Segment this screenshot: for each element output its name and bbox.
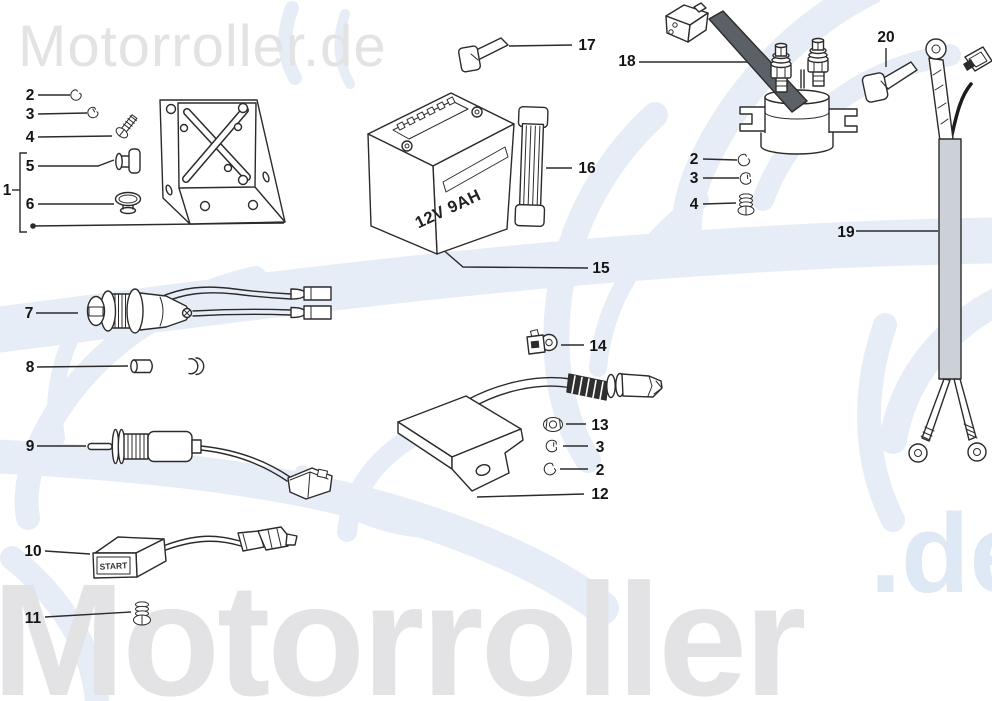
sensor-cable-drawing xyxy=(87,428,333,500)
callout-5: 5 xyxy=(26,158,35,175)
terminal-boot-20-drawing xyxy=(861,61,918,103)
callout-11: 11 xyxy=(25,610,42,627)
callout-2-cdi: 2 xyxy=(596,462,605,479)
callout-2-bracket: 2 xyxy=(26,87,35,104)
callout-4-bracket: 4 xyxy=(26,129,35,146)
ground-cable-drawing xyxy=(908,38,992,463)
callout-20: 20 xyxy=(877,29,894,46)
callout-9: 9 xyxy=(26,438,35,455)
starter-relay-drawing xyxy=(665,2,858,155)
watermark-top: Motorroller.de xyxy=(18,14,387,79)
start-module-drawing: START xyxy=(92,526,298,579)
start-module-label: START xyxy=(99,560,128,571)
callout-10: 10 xyxy=(24,543,41,560)
screw-icon-bracket xyxy=(115,114,138,139)
rubber-plug-drawing xyxy=(114,191,142,215)
flange-nut-icon xyxy=(543,417,563,432)
lock-washer-icon-bracket xyxy=(87,102,102,119)
callout-16: 16 xyxy=(578,160,596,177)
relay-terminal-stud-right xyxy=(807,37,829,87)
callout-18: 18 xyxy=(618,53,636,70)
cable-clamp-drawing xyxy=(526,329,558,355)
callout-17: 17 xyxy=(578,37,595,54)
leader-lines xyxy=(12,44,938,618)
relay-terminal-stud-left xyxy=(770,42,792,93)
battery-strap-drawing xyxy=(514,105,549,228)
lock-washer-icon-relay xyxy=(739,170,755,185)
callout-8: 8 xyxy=(26,359,35,376)
washer-icon-bracket xyxy=(70,85,85,101)
callout-6: 6 xyxy=(26,196,35,213)
callout-4-relay: 4 xyxy=(690,196,699,213)
callout-3-cdi: 3 xyxy=(596,439,605,456)
part-callouts: 1 2 3 4 5 6 7 8 9 10 11 12 13 14 15 16 1… xyxy=(3,29,895,627)
screw-spring-icon-relay xyxy=(737,193,755,216)
screw-spring-drawing xyxy=(133,601,151,626)
cdi-unit-drawing xyxy=(397,372,663,492)
callout-3-relay: 3 xyxy=(690,170,699,187)
ignition-switch-drawing xyxy=(86,286,332,334)
lock-washer-icon-cdi xyxy=(545,438,561,453)
callout-19: 19 xyxy=(837,224,855,241)
callout-7: 7 xyxy=(25,305,34,322)
leader-dot-part1 xyxy=(30,223,36,229)
relay-connector xyxy=(665,2,709,43)
callout-14: 14 xyxy=(589,338,607,355)
callout-13: 13 xyxy=(591,417,609,434)
battery-drawing: 12V 9AH xyxy=(367,92,515,255)
washer-icon-relay xyxy=(737,149,754,167)
callout-3-bracket: 3 xyxy=(26,106,35,123)
pin-drawing xyxy=(130,357,205,376)
watermark-bottom-suffix: .de xyxy=(870,491,992,616)
rubber-grommet-drawing xyxy=(115,148,141,174)
terminal-boot-17-drawing xyxy=(457,37,509,73)
washer-icon-cdi xyxy=(543,459,560,476)
callout-12: 12 xyxy=(591,486,608,503)
callout-1: 1 xyxy=(3,182,12,199)
callout-2-relay: 2 xyxy=(690,151,699,168)
mounting-bracket-drawing xyxy=(159,99,286,225)
callout-15: 15 xyxy=(592,260,610,277)
